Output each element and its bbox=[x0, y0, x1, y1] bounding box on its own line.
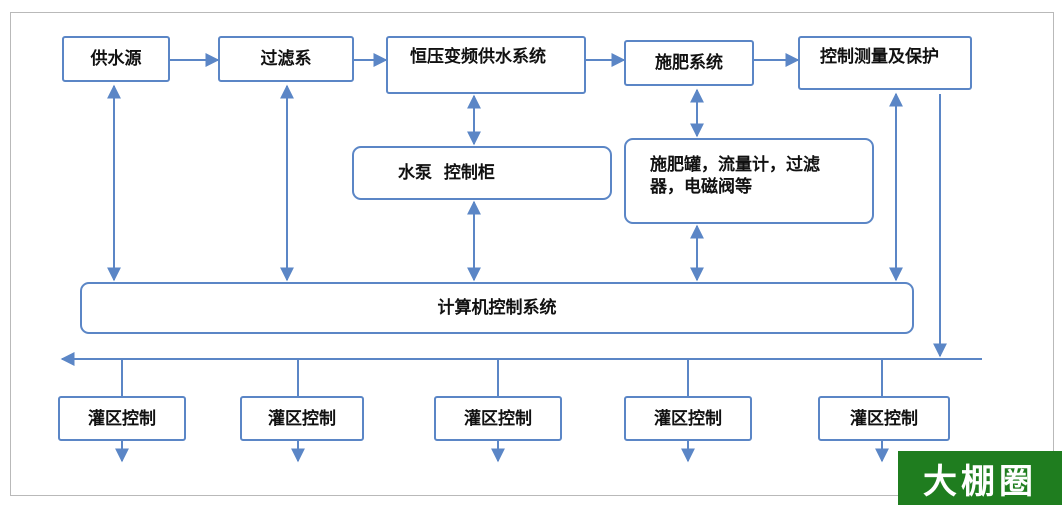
zone-control-box: 灌区控制 bbox=[818, 396, 950, 441]
fertigation-label: 施肥系统 bbox=[655, 53, 723, 73]
water-source-label: 供水源 bbox=[90, 49, 142, 69]
zone-control-box: 灌区控制 bbox=[240, 396, 364, 441]
vfd-supply-label: 恒压变频供水系统 bbox=[410, 47, 546, 67]
zone-control-label: 灌区控制 bbox=[464, 408, 532, 429]
vfd-supply-box: 恒压变频供水系统 bbox=[386, 36, 586, 94]
watermark-logo: 大棚圈 bbox=[898, 451, 1062, 505]
diagram-frame bbox=[10, 12, 1054, 496]
zone-control-label: 灌区控制 bbox=[654, 408, 722, 429]
pump-cabinet-box: 水泵 控制柜 bbox=[352, 146, 612, 200]
zone-control-box: 灌区控制 bbox=[624, 396, 752, 441]
pump-cabinet-label: 水泵 控制柜 bbox=[398, 163, 495, 183]
water-source-box: 供水源 bbox=[62, 36, 170, 82]
zone-control-label: 灌区控制 bbox=[850, 408, 918, 429]
zone-control-label: 灌区控制 bbox=[88, 408, 156, 429]
control-protect-box: 控制测量及保护 bbox=[798, 36, 972, 90]
watermark-text: 大棚圈 bbox=[923, 461, 1037, 502]
fertigation-box: 施肥系统 bbox=[624, 40, 754, 86]
zone-control-box: 灌区控制 bbox=[58, 396, 186, 441]
filter-system-label: 过滤系 bbox=[260, 49, 312, 69]
fert-devices-box: 施肥罐，流量计，过滤器，电磁阀等 bbox=[624, 138, 874, 224]
computer-control-system-box: 计算机控制系统 bbox=[80, 282, 914, 334]
control-protect-label: 控制测量及保护 bbox=[820, 47, 939, 67]
filter-system-box: 过滤系 bbox=[218, 36, 354, 82]
zone-control-box: 灌区控制 bbox=[434, 396, 562, 441]
computer-control-system-label: 计算机控制系统 bbox=[437, 298, 557, 318]
fert-devices-label: 施肥罐，流量计，过滤器，电磁阀等 bbox=[650, 155, 820, 197]
zone-control-label: 灌区控制 bbox=[268, 408, 336, 429]
